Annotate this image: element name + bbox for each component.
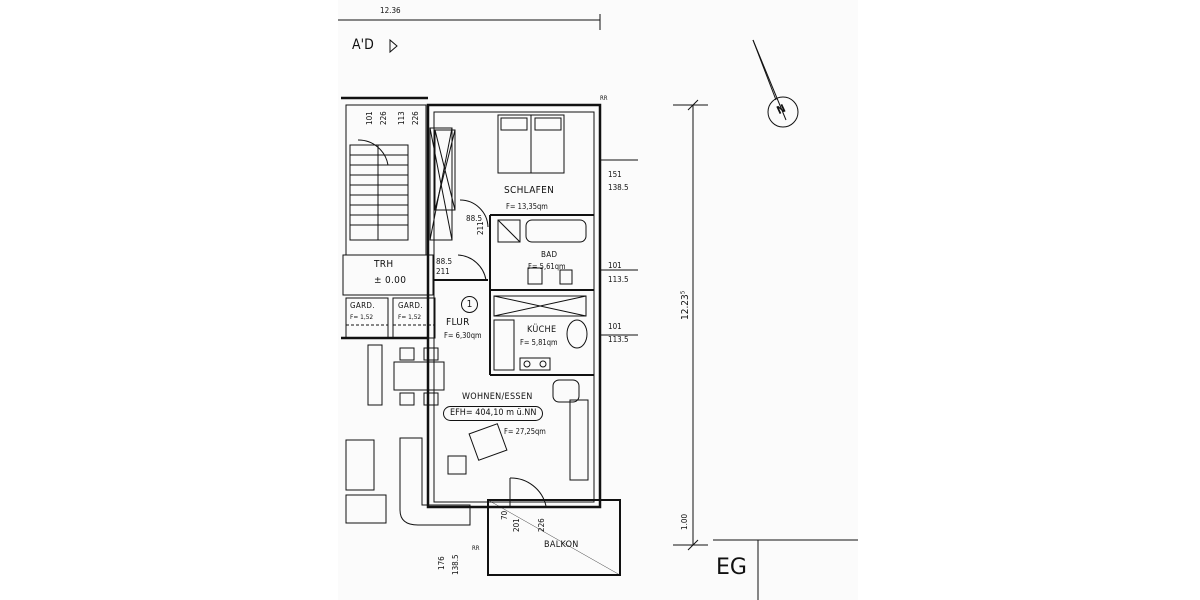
- stair-dim-c: 113: [397, 111, 406, 125]
- room-label-wohnen: WOHNEN/ESSEN: [462, 392, 533, 402]
- efh-label: EFH= 404,10 m ü.NN: [443, 406, 544, 421]
- balkon-dim-b: 201: [512, 518, 521, 532]
- bottom-height-label: 1.00: [680, 513, 689, 530]
- window-2-dim-top: 101: [608, 261, 622, 270]
- neighbour-furniture: [345, 344, 387, 524]
- balkon-dim-c: 226: [537, 518, 546, 532]
- corner-mark-top: RR: [600, 95, 608, 102]
- room-label-gard-1: GARD.: [350, 301, 375, 310]
- bath-fixtures: [497, 219, 587, 285]
- left-dim-b: 138.5: [451, 554, 460, 575]
- stairwell: [342, 104, 453, 296]
- left-dim-a: 176: [437, 556, 446, 570]
- room-label-balkon: BALKON: [544, 540, 579, 550]
- north-arrow: [752, 39, 799, 128]
- room-label-bad: BAD: [541, 250, 558, 259]
- room-area-wohnen: F= 27,25qm: [504, 427, 546, 436]
- door-2-dim-b: 211: [436, 267, 450, 276]
- room-label-trh: TRH: [374, 259, 394, 270]
- room-label-flur: FLUR: [446, 317, 470, 328]
- room-area-gard-1: F= 1,52: [350, 313, 374, 321]
- room-label-gard-2: GARD.: [398, 301, 423, 310]
- stair-dim-d: 226: [411, 111, 420, 125]
- window-1-dim-top: 151: [608, 170, 622, 179]
- wardrobes: [345, 297, 436, 339]
- balkon-dim-a: 70: [500, 510, 509, 520]
- room-area-schlafen: F= 13,35qm: [506, 202, 548, 211]
- kitchen-units: [493, 295, 588, 371]
- living-cabinets: [552, 379, 589, 481]
- bedroom-wardrobe: [434, 129, 456, 211]
- height-dimension-line: [673, 99, 708, 551]
- inner-wall-lines: [433, 111, 595, 503]
- room-label-schlafen: SCHLAFEN: [504, 185, 555, 196]
- room-label-kueche: KÜCHE: [527, 325, 557, 335]
- room-area-gard-2: F= 1,52: [398, 313, 422, 321]
- section-marker: A'D: [352, 37, 374, 53]
- section-arrow: [389, 38, 398, 54]
- trh-level: ± 0.00: [374, 275, 407, 286]
- double-bed: [497, 114, 565, 174]
- eg-frame: [713, 539, 858, 600]
- window-1-dim-bottom: 138.5: [608, 183, 629, 192]
- partition-walls: [434, 214, 594, 376]
- door-2-dim-a: 88.5: [436, 257, 453, 266]
- door-1-dim-a: 88.5: [466, 214, 483, 223]
- window-3-dim-bottom: 113.5: [608, 335, 629, 344]
- window-3-dim-top: 101: [608, 322, 622, 331]
- corner-sofa: [399, 423, 508, 526]
- flat-number: 1: [461, 296, 478, 313]
- balcony: [487, 499, 621, 576]
- total-height-label: 12.23⁵: [680, 290, 691, 320]
- floor-plan-drawing: [338, 14, 858, 600]
- door-1-dim-b: 211: [476, 221, 485, 235]
- room-area-flur: F= 6,30qm: [444, 331, 482, 340]
- stair-dim-a: 101: [365, 111, 374, 125]
- door-swings: [457, 199, 547, 507]
- window-markers: [600, 159, 638, 336]
- window-2-dim-bottom: 113.5: [608, 275, 629, 284]
- corner-mark-bottom: RR: [472, 545, 480, 552]
- top-dimension-line: [338, 14, 601, 30]
- floor-plan-sheet: 12.36 A'D RR SCHLAFEN F= 13,35qm BAD F= …: [338, 0, 858, 600]
- top-dimension-label: 12.36: [380, 6, 401, 15]
- stair-dim-b: 226: [379, 111, 388, 125]
- room-area-kueche: F= 5,81qm: [520, 338, 558, 347]
- floor-label: EG: [716, 555, 747, 580]
- dining-table: [393, 347, 445, 406]
- room-area-bad: F= 5,61qm: [528, 262, 566, 271]
